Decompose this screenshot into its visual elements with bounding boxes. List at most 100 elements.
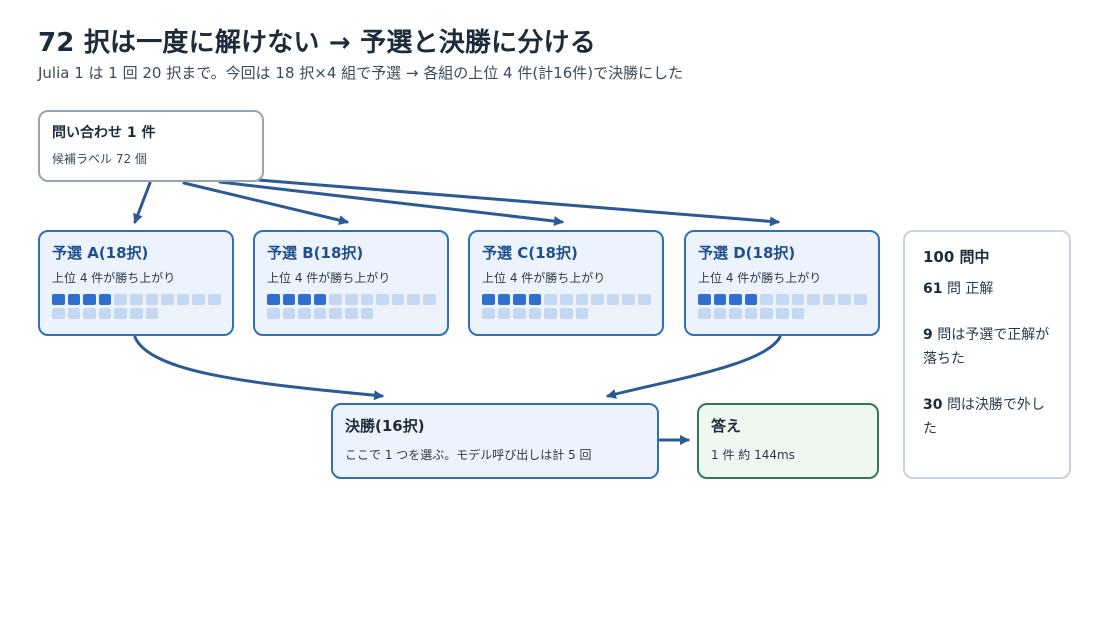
winner-dot (98, 294, 112, 305)
arrow-query-to-b (182, 181, 349, 226)
stats-final-miss-count: 30 (923, 397, 943, 413)
candidate-dots (698, 294, 870, 319)
group-box-b: 予選 B(18択) 上位 4 件が勝ち上がり (253, 230, 449, 336)
group-title: 予選 C(18択) (482, 244, 578, 262)
group-subtitle: 上位 4 件が勝ち上がり (267, 271, 391, 285)
group-title: 予選 D(18択) (698, 244, 796, 262)
candidate-dot (67, 308, 81, 319)
candidate-dots (52, 294, 224, 319)
candidate-dot (52, 308, 65, 319)
arrow-query-to-d (256, 178, 780, 227)
candidate-dot (575, 308, 589, 319)
candidate-dot (114, 308, 127, 319)
candidate-dot (575, 294, 589, 305)
winner-dot (282, 294, 296, 305)
candidate-dot (698, 308, 711, 319)
candidate-dot (391, 294, 405, 305)
candidate-dot (544, 294, 557, 305)
group-subtitle: 上位 4 件が勝ち上がり (52, 271, 176, 285)
group-box-c: 予選 C(18択) 上位 4 件が勝ち上がり (468, 230, 664, 336)
page-subtitle: Julia 1 は 1 回 20 択まで。今回は 18 択×4 組で予選 → 各… (38, 64, 684, 82)
candidate-dot (528, 308, 542, 319)
candidate-dots (267, 294, 439, 319)
arrow-d-to-final (606, 335, 782, 399)
candidate-dot (791, 294, 805, 305)
winner-dot (67, 294, 81, 305)
winner-dot (497, 294, 511, 305)
candidate-dot (591, 294, 604, 305)
candidate-dot (329, 308, 342, 319)
candidate-dot (760, 294, 773, 305)
stats-prelim-miss-count: 9 (923, 327, 933, 343)
winner-dot (298, 294, 311, 305)
candidate-dot (329, 294, 342, 305)
candidate-dot (606, 294, 620, 305)
winner-dot (528, 294, 542, 305)
candidate-dot (775, 294, 789, 305)
candidate-dot (744, 308, 758, 319)
candidate-dot (422, 294, 436, 305)
candidate-dot (407, 294, 420, 305)
stats-panel: 100 問中 61 問 正解 9 問は予選で正解が落ちた 30 問は決勝で外した (903, 230, 1071, 479)
candidate-dot (344, 308, 358, 319)
stats-final-miss: 30 問は決勝で外した (923, 393, 1051, 441)
answer-box: 答え 1 件 約 144ms (697, 403, 879, 479)
candidate-dot (344, 294, 358, 305)
candidate-dot (360, 294, 374, 305)
candidate-dot (360, 308, 374, 319)
candidate-dot (83, 308, 96, 319)
arrow-a-to-final (133, 335, 384, 401)
candidate-dot (298, 308, 311, 319)
candidate-dot (129, 308, 143, 319)
stats-correct-text: 問 正解 (946, 281, 994, 297)
candidate-dot (145, 294, 159, 305)
candidate-dot (497, 308, 511, 319)
candidate-dot (207, 294, 221, 305)
candidate-dot (129, 294, 143, 305)
query-box: 問い合わせ 1 件 候補ラベル 72 個 (38, 110, 264, 182)
answer-title: 答え (711, 417, 742, 435)
candidate-dot (760, 308, 773, 319)
candidate-dot (161, 294, 174, 305)
stats-prelim-miss-text: 問は予選で正解が落ちた (923, 327, 1050, 367)
group-box-a: 予選 A(18択) 上位 4 件が勝ち上がり (38, 230, 234, 336)
winner-dot (313, 294, 327, 305)
winner-dot (513, 294, 526, 305)
candidate-dot (313, 308, 327, 319)
query-title: 問い合わせ 1 件 (52, 125, 156, 141)
candidate-dot (114, 294, 127, 305)
stats-correct: 61 問 正解 (923, 277, 1051, 301)
arrow-query-to-c (218, 180, 564, 227)
final-box: 決勝(16択) ここで 1 つを選ぶ。モデル呼び出しは計 5 回 (331, 403, 659, 479)
candidate-dot (807, 294, 820, 305)
candidate-dot (853, 294, 867, 305)
candidate-dot (729, 308, 742, 319)
winner-dot (482, 294, 495, 305)
candidate-dot (637, 294, 651, 305)
group-title: 予選 B(18択) (267, 244, 364, 262)
candidate-dot (544, 308, 557, 319)
candidate-dot (282, 308, 296, 319)
candidate-dot (559, 294, 573, 305)
stats-final-miss-text: 問は決勝で外した (923, 397, 1045, 437)
group-subtitle: 上位 4 件が勝ち上がり (698, 271, 822, 285)
arrow-query-to-a (133, 181, 152, 224)
candidate-dot (145, 308, 159, 319)
candidate-dot (176, 294, 190, 305)
final-subtitle: ここで 1 つを選ぶ。モデル呼び出しは計 5 回 (345, 448, 592, 462)
final-title: 決勝(16択) (345, 417, 425, 435)
winner-dot (52, 294, 65, 305)
candidate-dot (376, 294, 389, 305)
candidate-dot (482, 308, 495, 319)
candidate-dot (192, 294, 205, 305)
candidate-dot (622, 294, 635, 305)
candidate-dot (822, 294, 836, 305)
winner-dot (83, 294, 96, 305)
winner-dot (698, 294, 711, 305)
winner-dot (729, 294, 742, 305)
candidate-dot (713, 308, 727, 319)
winner-dot (744, 294, 758, 305)
candidate-dot (775, 308, 789, 319)
candidate-dot (791, 308, 805, 319)
